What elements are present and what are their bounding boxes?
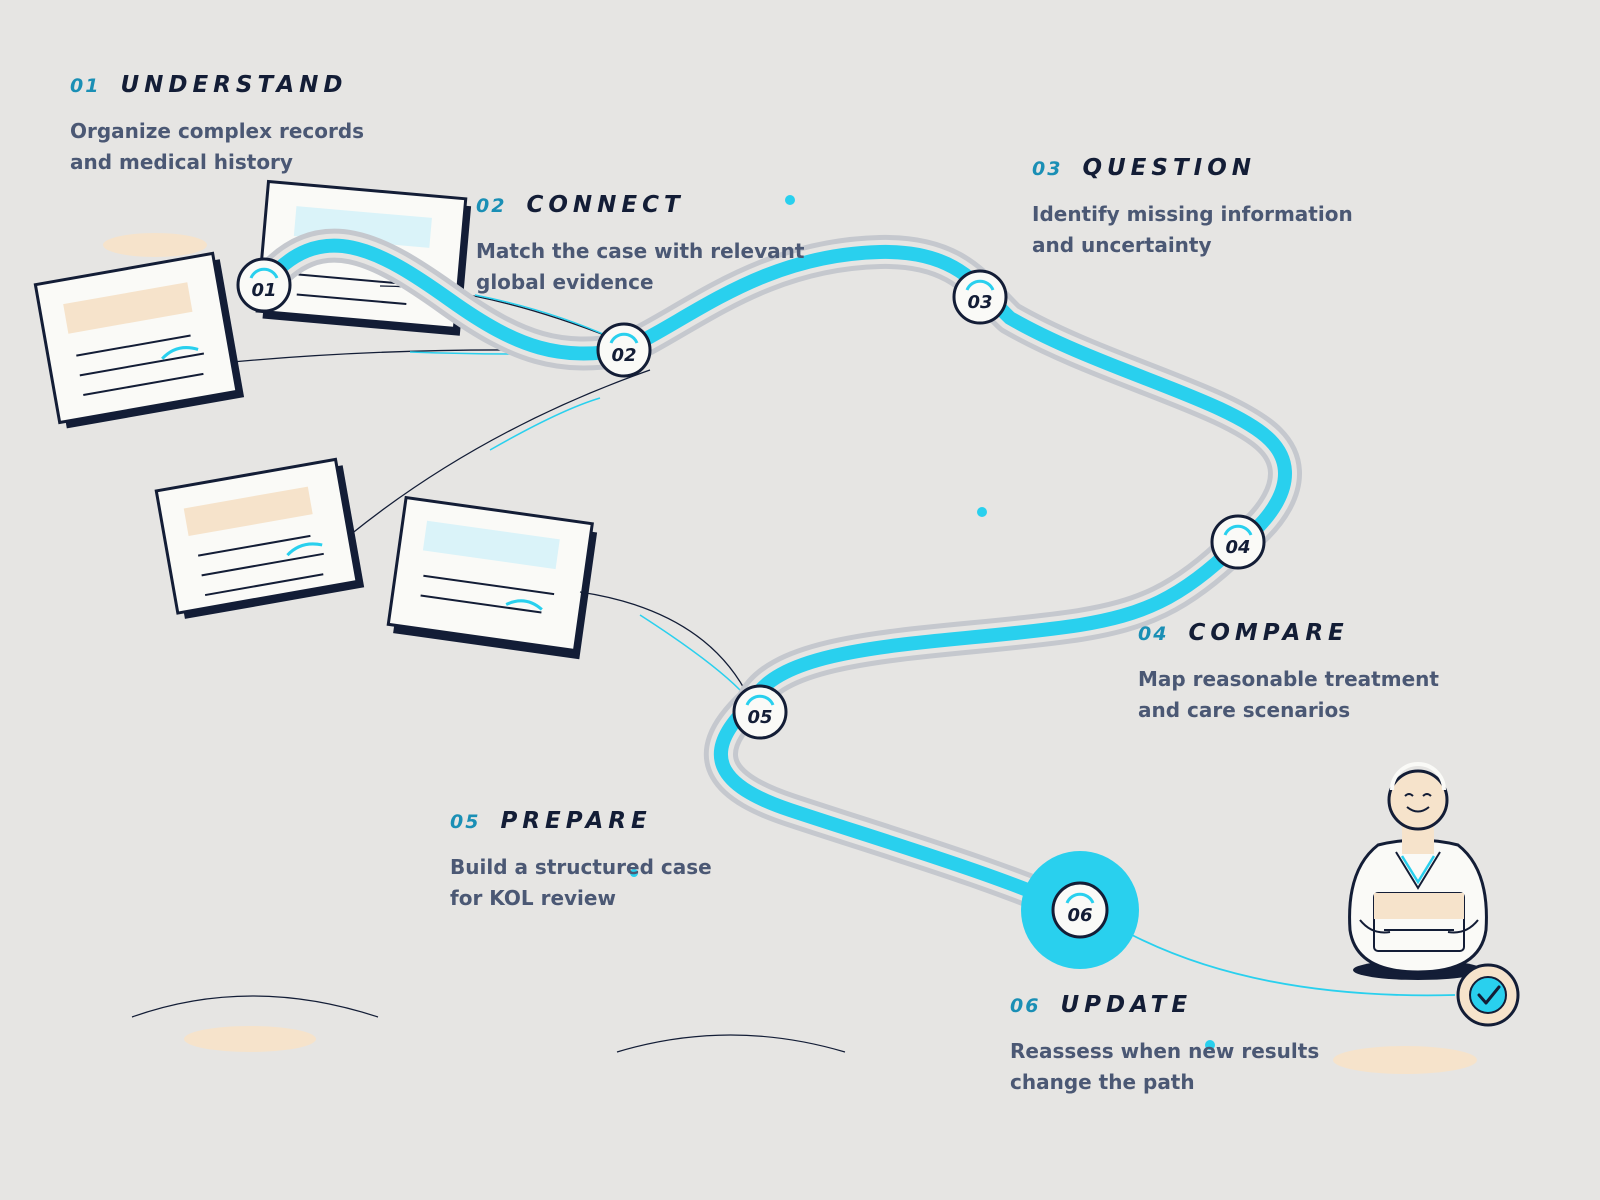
step-prepare: 05 PREPARE Build a structured case for K… — [450, 808, 830, 914]
connector-line — [489, 397, 601, 451]
step-node-02[interactable]: 02 — [596, 322, 652, 378]
accent-dot — [630, 869, 638, 877]
step-node-label: 01 — [251, 280, 276, 301]
document-card-icon — [154, 457, 365, 619]
step-node-label: 03 — [967, 292, 992, 313]
step-description: Map reasonable treatment and care scenar… — [1138, 664, 1518, 726]
connector-line — [1131, 934, 1456, 997]
step-node-label: 06 — [1067, 905, 1092, 926]
step-description-line: Map reasonable treatment — [1138, 667, 1439, 691]
step-compare: 04 COMPARE Map reasonable treatment and … — [1138, 620, 1518, 726]
check-badge-icon — [1456, 963, 1520, 1027]
step-description-line: Reassess when new results — [1010, 1039, 1320, 1063]
step-understand: 01 UNDERSTAND Organize complex records a… — [70, 72, 450, 178]
step-description-line: and care scenarios — [1138, 698, 1351, 722]
step-title: UNDERSTAND — [120, 72, 348, 98]
step-node-label: 04 — [1225, 537, 1250, 558]
step-description-line: and uncertainty — [1032, 233, 1212, 257]
connector-line — [474, 294, 613, 339]
step-number: 06 — [1010, 995, 1041, 1017]
connector-line — [579, 591, 746, 691]
step-description-line: Identify missing information — [1032, 202, 1353, 226]
step-description-line: Build a structured case — [450, 855, 712, 879]
step-description-line: change the path — [1010, 1070, 1195, 1094]
step-title: COMPARE — [1188, 620, 1349, 646]
step-description-line: Organize complex records — [70, 119, 365, 143]
step-description: Match the case with relevant global evid… — [476, 236, 856, 298]
floor-shadow — [184, 1026, 316, 1052]
connector-line — [639, 614, 741, 691]
step-question: 03 QUESTION Identify missing information… — [1032, 155, 1412, 261]
step-node-06[interactable]: 06 — [1021, 851, 1139, 969]
step-description: Identify missing information and uncerta… — [1032, 199, 1412, 261]
step-number: 01 — [70, 75, 101, 97]
step-node-label: 05 — [747, 707, 772, 728]
step-number: 05 — [450, 811, 481, 833]
step-node-03[interactable]: 03 — [952, 269, 1008, 325]
journey-path — [257, 238, 1292, 919]
accent-dot — [1205, 1040, 1215, 1050]
accent-dot — [785, 195, 795, 205]
step-connect: 02 CONNECT Match the case with relevant … — [476, 192, 856, 298]
step-node-05[interactable]: 05 — [732, 684, 788, 740]
step-description-line: and medical history — [70, 150, 293, 174]
step-node-label: 02 — [611, 345, 636, 366]
floor-shadow — [103, 233, 207, 257]
floor-shadow — [1333, 1046, 1477, 1074]
step-number: 02 — [476, 195, 507, 217]
step-title: UPDATE — [1060, 992, 1193, 1018]
step-description-line: global evidence — [476, 270, 654, 294]
accent-dot — [977, 507, 987, 517]
floor-arc — [131, 995, 379, 1018]
step-title: CONNECT — [526, 192, 685, 218]
document-card-icon — [33, 251, 245, 429]
step-title: PREPARE — [500, 808, 652, 834]
step-node-04[interactable]: 04 — [1210, 514, 1266, 570]
floor-arc — [616, 1034, 846, 1053]
connector-line — [349, 369, 651, 536]
step-number: 04 — [1138, 623, 1169, 645]
step-update: 06 UPDATE Reassess when new results chan… — [1010, 992, 1390, 1098]
step-description: Build a structured case for KOL review — [450, 852, 830, 914]
step-description: Organize complex records and medical his… — [70, 116, 450, 178]
person-holding-document-icon — [1348, 762, 1488, 980]
step-number: 03 — [1032, 158, 1063, 180]
step-description: Reassess when new results change the pat… — [1010, 1036, 1390, 1098]
step-node-01[interactable]: 01 — [236, 257, 292, 313]
step-title: QUESTION — [1082, 155, 1257, 181]
document-card-icon — [386, 495, 598, 660]
step-description-line: for KOL review — [450, 886, 616, 910]
step-description-line: Match the case with relevant — [476, 239, 805, 263]
